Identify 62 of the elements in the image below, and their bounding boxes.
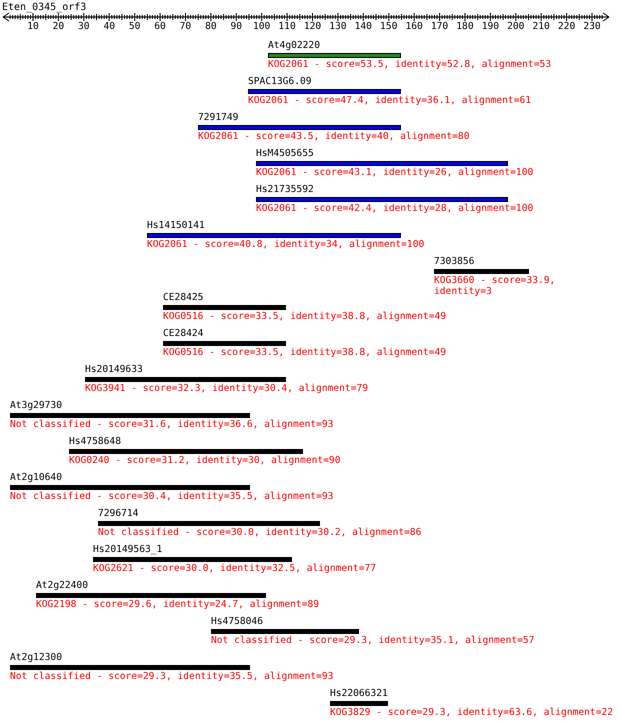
hit-description: Not classified - score=29.3, identity=35.1, alignment=57 bbox=[211, 635, 534, 646]
axis-tick-label: 40 bbox=[103, 21, 115, 32]
hit-description: KOG2061 - score=40.8, identity=34, alignment=100 bbox=[147, 239, 424, 250]
hit-description: Not classified - score=30.4, identity=35.5, alignment=93 bbox=[10, 491, 334, 502]
axis-tick-label: 140 bbox=[354, 21, 372, 32]
hit-name: Hs21735592 bbox=[256, 184, 314, 195]
axis-tick-label: 130 bbox=[329, 21, 347, 32]
hit-name: Hs22066321 bbox=[330, 688, 388, 699]
hit-name: SPAC13G6.09 bbox=[248, 76, 312, 87]
hit-description: Not classified - score=30.0, identity=30.2, alignment=86 bbox=[98, 527, 422, 538]
hit-name: At4g02220 bbox=[268, 40, 320, 51]
axis-tick-label: 170 bbox=[430, 21, 448, 32]
sequence-title: Eten_0345_orf3 bbox=[2, 2, 86, 13]
axis-tick-label: 10 bbox=[27, 21, 39, 32]
hit-description: KOG3660 - score=33.9, identity=3 bbox=[434, 275, 556, 297]
hit-name: 7291749 bbox=[198, 112, 238, 123]
hit-description: KOG3941 - score=32.3, identity=30.4, alignment=79 bbox=[85, 383, 368, 394]
hit-name: CE28424 bbox=[163, 328, 204, 339]
axis-tick-label: 210 bbox=[532, 21, 550, 32]
axis-tick-label: 50 bbox=[128, 21, 140, 32]
hit-description: KOG2061 - score=43.5, identity=40, alignment=80 bbox=[198, 131, 470, 142]
axis-tick-label: 200 bbox=[507, 21, 524, 32]
axis-tick-label: 120 bbox=[304, 21, 322, 32]
axis-tick-label: 190 bbox=[482, 21, 500, 32]
axis-tick-label: 150 bbox=[380, 21, 398, 32]
axis-tick-label: 80 bbox=[205, 21, 217, 32]
hit-name: CE28425 bbox=[163, 292, 204, 303]
hit-description: Not classified - score=29.3, identity=35.5, alignment=93 bbox=[10, 671, 334, 682]
hit-description: KOG0240 - score=31.2, identity=30, alignment=90 bbox=[69, 455, 340, 466]
hit-description: KOG0516 - score=33.5, identity=38.8, alignment=49 bbox=[163, 347, 446, 358]
axis-tick-label: 110 bbox=[278, 21, 296, 32]
hit-name: HsM4505655 bbox=[256, 148, 314, 159]
axis-tick-label: 20 bbox=[52, 21, 64, 32]
hit-name: Hs20149633 bbox=[85, 364, 143, 375]
hit-name: 7296714 bbox=[98, 508, 138, 519]
axis-tick-label: 70 bbox=[180, 21, 192, 32]
hit-name: At2g22400 bbox=[36, 580, 88, 591]
hit-description: KOG2061 - score=53.5, identity=52.8, alignment=53 bbox=[268, 59, 552, 70]
hit-description: KOG2621 - score=30.0, identity=32.5, alignment=77 bbox=[93, 563, 376, 574]
axis-tick-label: 230 bbox=[583, 21, 601, 32]
axis-tick-label: 220 bbox=[558, 21, 576, 32]
hit-name: At2g12300 bbox=[10, 652, 62, 663]
axis-tick-label: 180 bbox=[456, 21, 474, 32]
hit-name: Hs4758648 bbox=[69, 436, 121, 447]
hit-name: Hs20149563_1 bbox=[93, 544, 162, 555]
axis-tick-label: 60 bbox=[154, 21, 166, 32]
axis-tick-label: 160 bbox=[405, 21, 423, 32]
hit-name: 7303856 bbox=[434, 256, 474, 267]
axis-tick-label: 90 bbox=[230, 21, 242, 32]
hit-name: Hs14150141 bbox=[147, 220, 205, 231]
hit-description: KOG2061 - score=42.4, identity=28, alignment=100 bbox=[256, 203, 534, 214]
axis-tick-label: 30 bbox=[78, 21, 90, 32]
hit-description: KOG0516 - score=33.5, identity=38.8, alignment=49 bbox=[163, 311, 446, 322]
hit-name: At3g29730 bbox=[10, 400, 62, 411]
hit-name: At2g10640 bbox=[10, 472, 62, 483]
hit-description: KOG3829 - score=29.3, identity=63.6, alignment=22 bbox=[330, 707, 614, 718]
hit-name: Hs4758046 bbox=[211, 616, 263, 627]
hit-description: KOG2061 - score=43.1, identity=26, alignment=100 bbox=[256, 167, 534, 178]
hit-description: KOG2061 - score=47.4, identity=36.1, alignment=61 bbox=[248, 95, 532, 106]
hit-description: KOG2198 - score=29.6, identity=24.7, alignment=89 bbox=[36, 599, 320, 610]
axis-tick-label: 100 bbox=[253, 21, 270, 32]
hit-description: Not classified - score=31.6, identity=36.6, alignment=93 bbox=[10, 419, 334, 430]
